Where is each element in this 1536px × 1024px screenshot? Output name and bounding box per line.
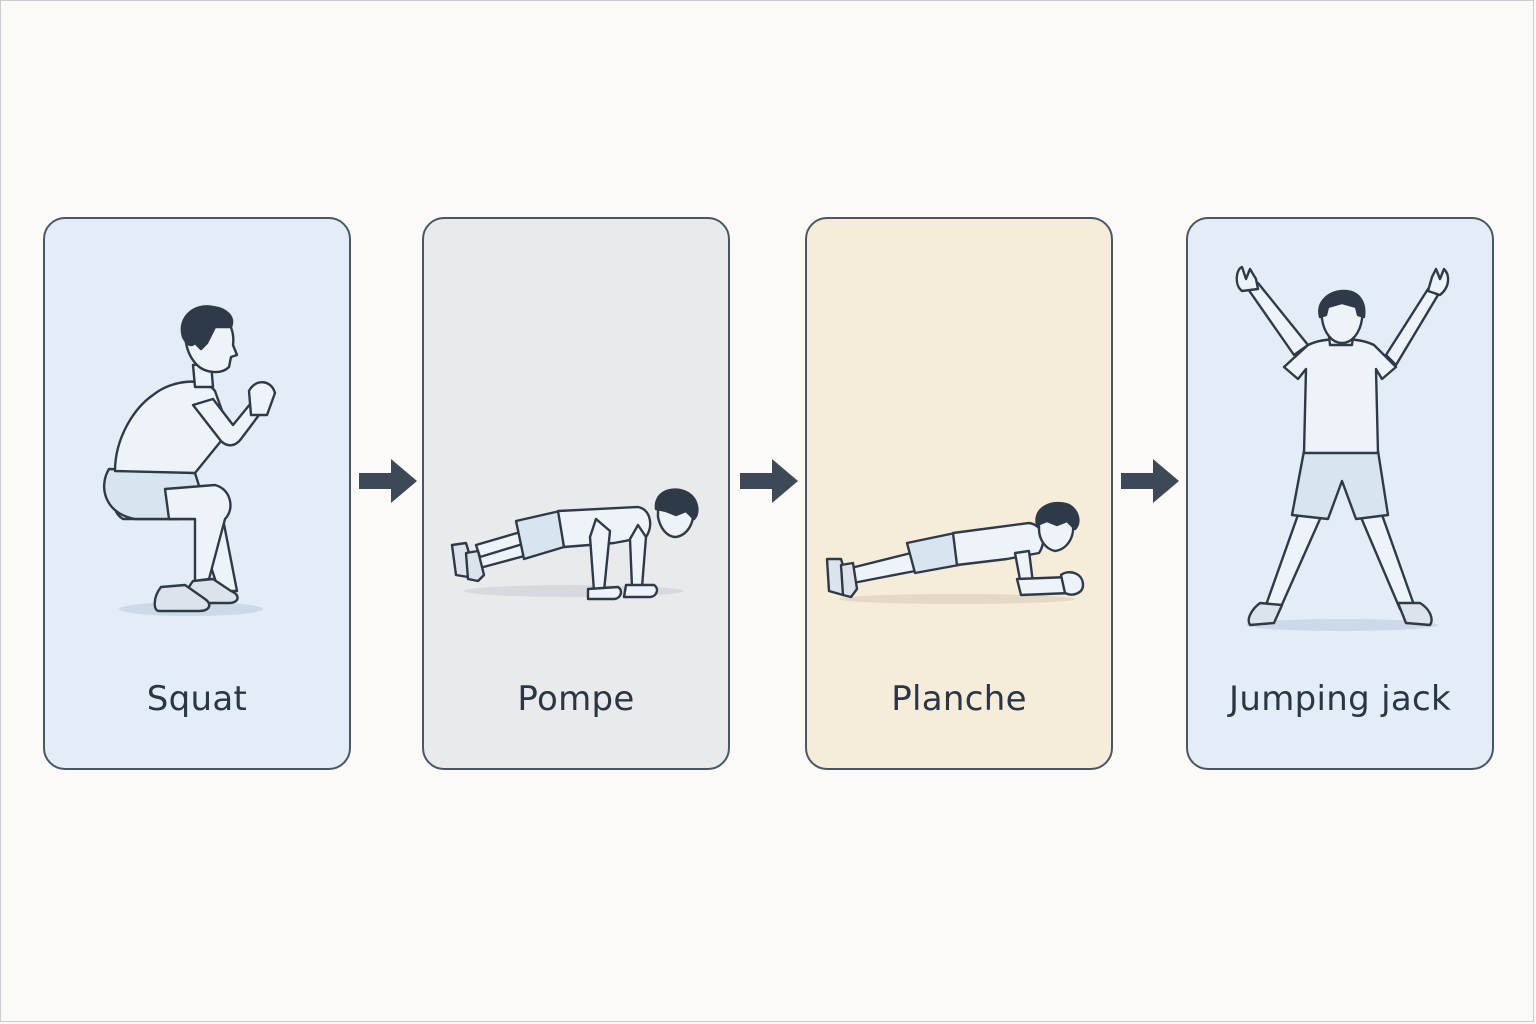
- jumping-jack-figure-icon: [1235, 265, 1450, 631]
- arrow-right-icon: [359, 459, 417, 503]
- exercise-label-jumping-jack: Jumping jack: [1229, 679, 1451, 719]
- exercise-label-pompe: Pompe: [517, 679, 635, 719]
- exercise-card-jumping-jack: Jumping jack: [1186, 217, 1494, 770]
- arrow-right-icon: [1121, 459, 1179, 503]
- pushup-figure-icon: [450, 488, 699, 601]
- plank-figure-icon: [825, 501, 1085, 604]
- arrow-right-icon: [740, 459, 798, 503]
- exercise-card-squat: Squat: [43, 217, 351, 770]
- exercise-card-pompe: Pompe: [422, 217, 730, 770]
- exercise-label-planche: Planche: [891, 679, 1027, 719]
- exercise-label-squat: Squat: [146, 679, 248, 719]
- squat-figure-icon: [102, 305, 277, 616]
- exercise-card-planche: Planche: [805, 217, 1113, 770]
